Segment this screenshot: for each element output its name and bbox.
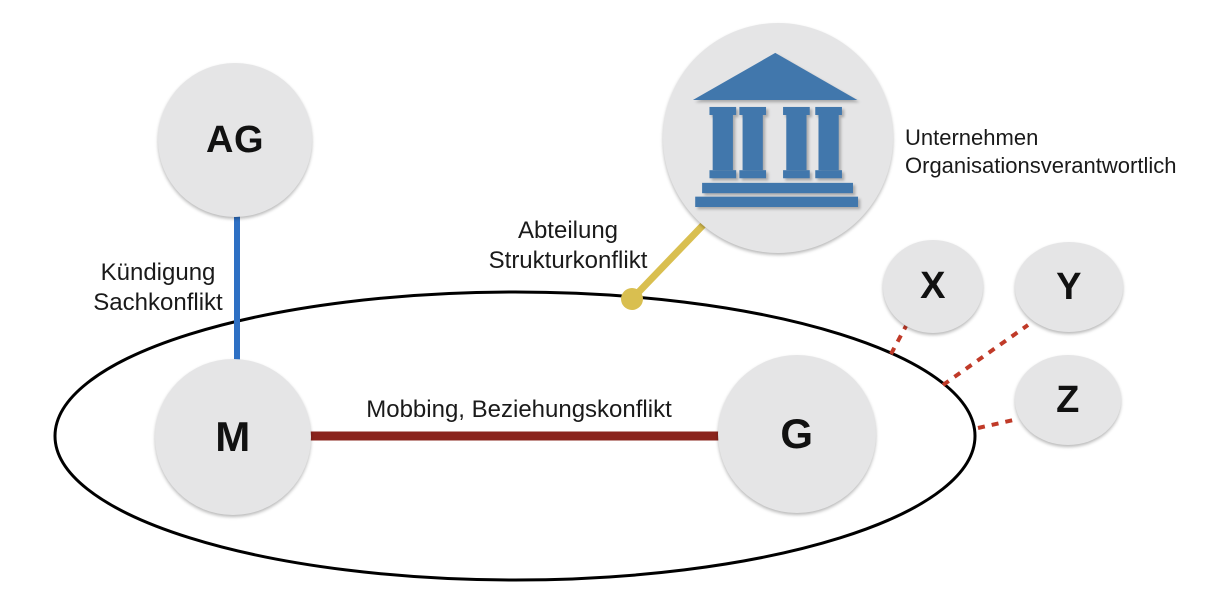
bank-icon xyxy=(692,52,859,207)
node-z: Z xyxy=(1015,355,1121,445)
organization-link-label-line1: Abteilung xyxy=(517,217,619,244)
y-boundary-dashed-line xyxy=(941,323,1030,387)
boundary-anchor-dot xyxy=(621,288,643,310)
organization-node xyxy=(663,23,893,253)
node-ag-label: AG xyxy=(206,118,264,161)
ag-m-link-label-line2: Sachkonflikt xyxy=(93,289,223,316)
organization-link-label: Abteilung Strukturkonflikt xyxy=(489,216,648,276)
organization-node-label-line2: Organisationsverantwortlich xyxy=(905,153,1177,178)
node-x-label: X xyxy=(920,265,946,307)
system-boundary-ellipse xyxy=(53,290,977,582)
node-ag: AG xyxy=(158,63,312,217)
node-m-label: M xyxy=(215,413,251,460)
ag-m-link-label-line1: Kündigung xyxy=(100,259,216,286)
node-m: M xyxy=(155,359,311,515)
organization-node-label: Unternehmen Organisationsverantwortlich xyxy=(905,124,1176,180)
node-z-label: Z xyxy=(1056,378,1080,421)
node-x: X xyxy=(883,240,983,333)
node-g: G xyxy=(718,355,876,513)
node-y-label: Y xyxy=(1056,265,1082,308)
organization-link-label-line2: Strukturkonflikt xyxy=(488,247,648,274)
organization-node-label-line1: Unternehmen xyxy=(905,125,1039,150)
x-boundary-dashed-line xyxy=(889,325,908,355)
node-g-label: G xyxy=(780,410,814,457)
m-g-link-label: Mobbing, Beziehungskonflikt xyxy=(366,396,672,423)
organization-boundary-link-line xyxy=(628,218,710,303)
z-boundary-dashed-line xyxy=(977,417,1019,430)
node-y: Y xyxy=(1015,242,1123,332)
ag-m-link-label: Kündigung Sachkonflikt xyxy=(93,258,222,318)
